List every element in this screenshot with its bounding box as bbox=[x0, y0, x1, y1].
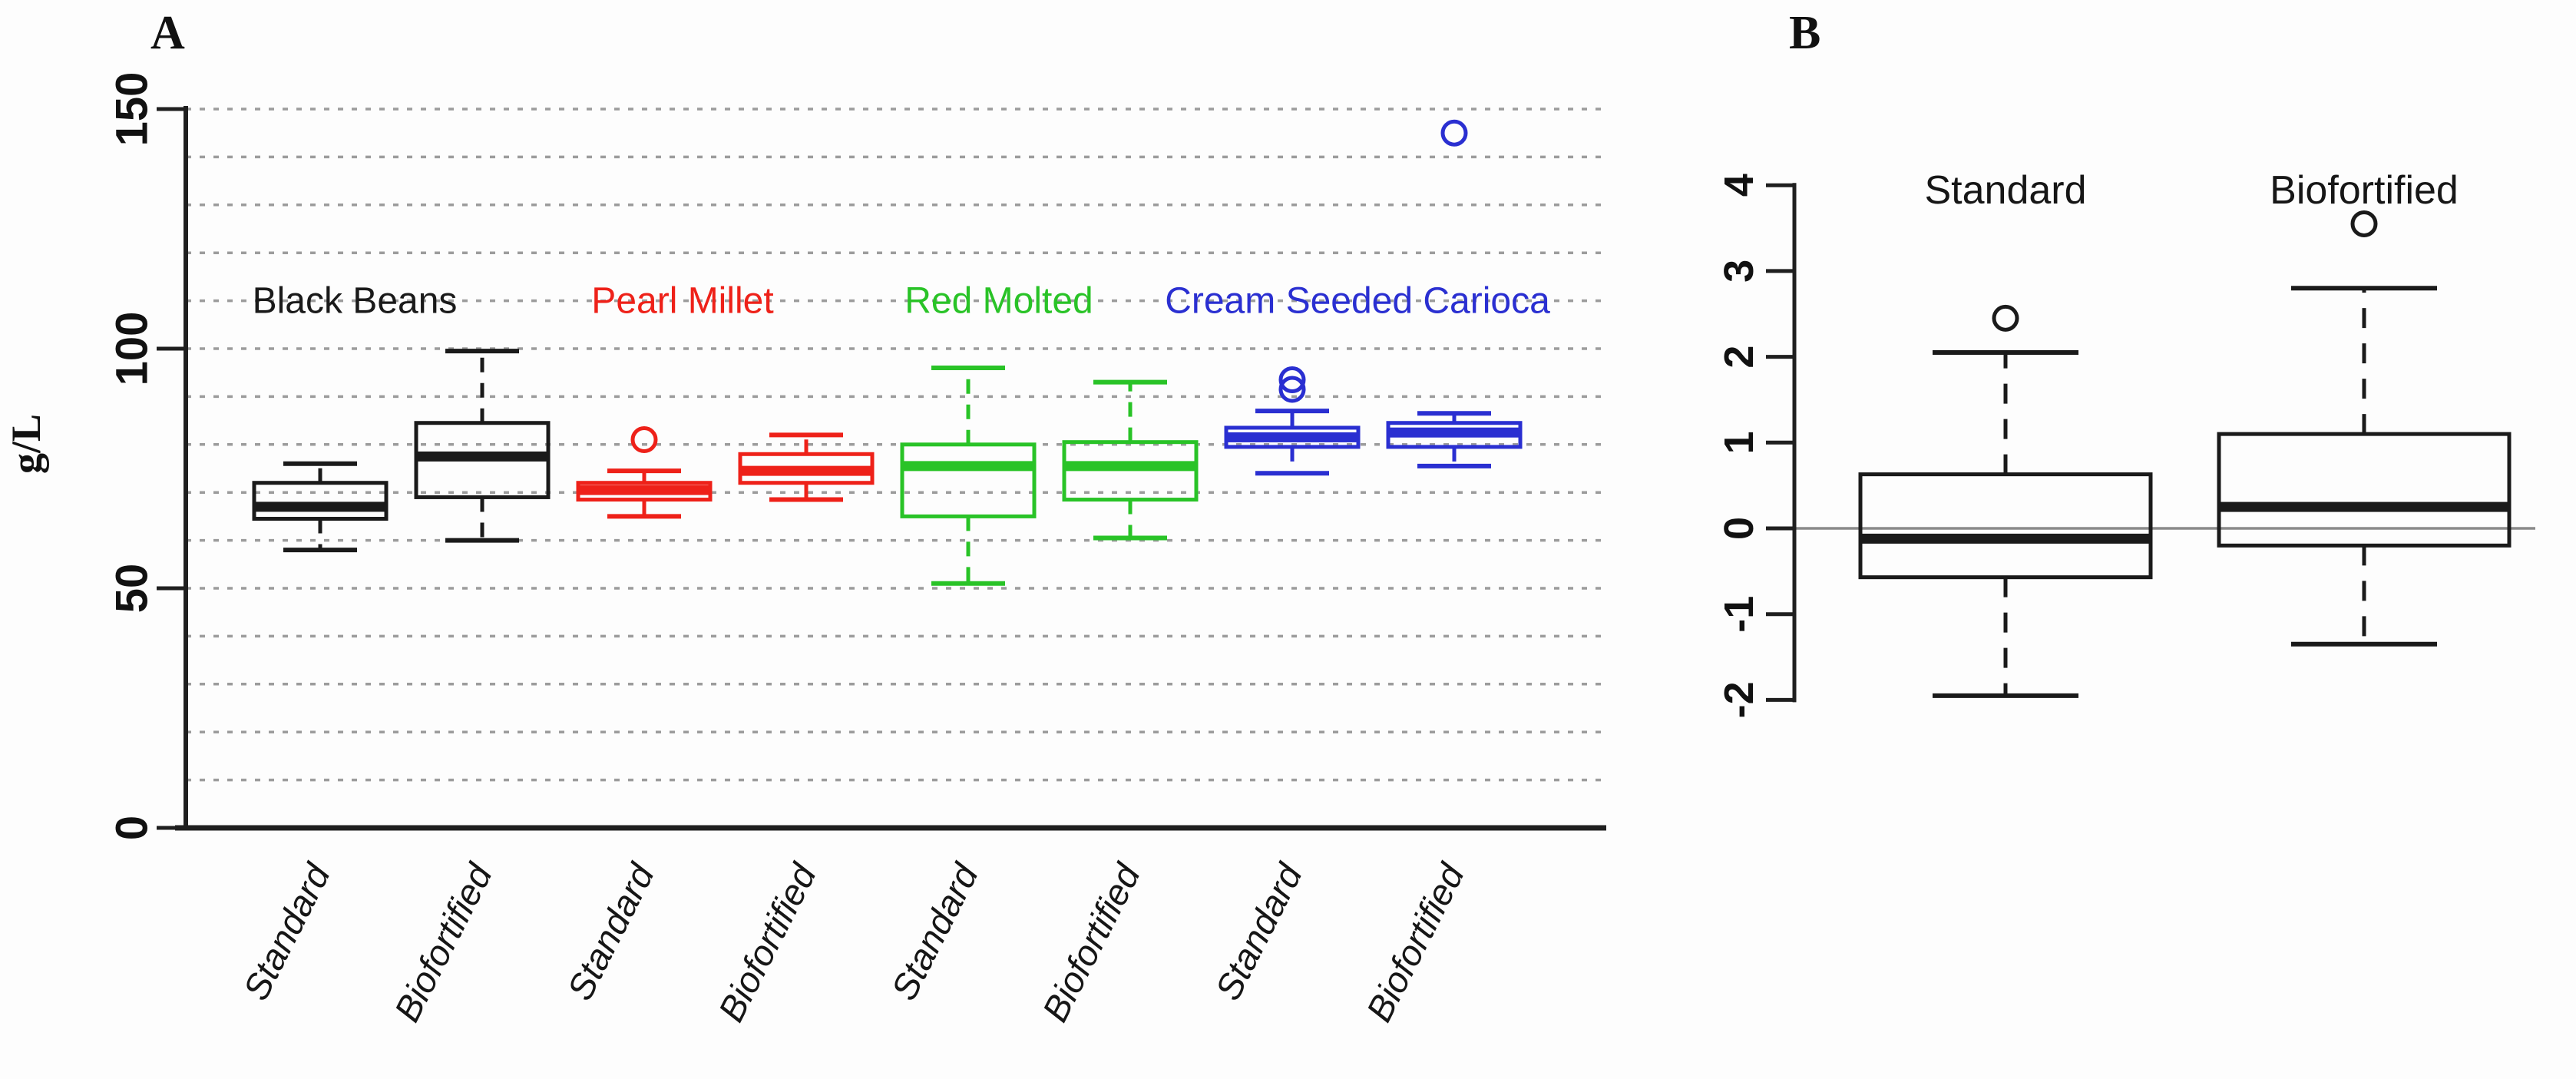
boxplot-box bbox=[738, 452, 875, 485]
boxplot-box bbox=[1224, 425, 1361, 449]
x-tick-label: Standard bbox=[559, 856, 663, 1007]
x-tick-label: Standard bbox=[883, 856, 987, 1007]
boxplot-box bbox=[414, 421, 551, 499]
x-tick-label: Biofortified bbox=[1034, 856, 1149, 1028]
boxplot-median bbox=[1228, 432, 1357, 442]
outlier-point bbox=[1440, 119, 1468, 147]
boxplot-box bbox=[252, 481, 389, 521]
x-tick-label: Biofortified bbox=[1358, 856, 1473, 1028]
boxplot-box bbox=[2217, 432, 2512, 548]
boxplot-box bbox=[900, 442, 1037, 518]
boxplot-box bbox=[576, 481, 713, 502]
outlier-point bbox=[1278, 376, 1306, 403]
panel-b-column-label: Standard bbox=[1924, 168, 2086, 213]
outlier-point bbox=[1992, 304, 2019, 332]
panel-b-label: B bbox=[1789, 7, 1821, 59]
boxplot-median bbox=[580, 485, 709, 495]
y-tick-label: 2 bbox=[1716, 346, 1762, 369]
x-tick-label: Biofortified bbox=[386, 856, 501, 1028]
boxplot-box bbox=[1386, 421, 1523, 449]
boxplot-median bbox=[742, 465, 871, 476]
boxplot-median bbox=[256, 501, 385, 512]
group-label: Cream Seeded Carioca bbox=[1165, 281, 1550, 322]
x-tick-label: Standard bbox=[1207, 856, 1311, 1007]
y-tick-label: 4 bbox=[1716, 174, 1762, 197]
y-tick-label: 50 bbox=[107, 564, 157, 614]
y-tick-label: 150 bbox=[107, 72, 157, 147]
y-tick-label: 0 bbox=[107, 816, 157, 840]
y-tick-label: 1 bbox=[1716, 431, 1762, 454]
panel-a-label: A bbox=[150, 7, 185, 59]
boxplot-box bbox=[1062, 440, 1199, 502]
y-tick-label: 100 bbox=[107, 312, 157, 386]
boxplot-median bbox=[1066, 461, 1195, 472]
boxplot-median bbox=[1390, 427, 1519, 438]
group-label: Red Molted bbox=[904, 281, 1093, 322]
boxplot-median bbox=[418, 451, 547, 462]
boxplot-median bbox=[1862, 533, 2149, 544]
x-tick-label: Standard bbox=[235, 856, 339, 1007]
y-tick-label: -1 bbox=[1716, 596, 1762, 633]
boxplot-median bbox=[904, 461, 1033, 472]
y-tick-label: 3 bbox=[1716, 260, 1762, 283]
boxplot-box bbox=[1858, 472, 2153, 580]
outlier-point bbox=[1278, 366, 1306, 394]
y-tick-label: 0 bbox=[1716, 517, 1762, 540]
group-label: Black Beans bbox=[253, 281, 458, 322]
y-tick-label: -2 bbox=[1716, 681, 1762, 718]
outlier-point bbox=[2350, 210, 2378, 237]
x-tick-label: Biofortified bbox=[710, 856, 825, 1028]
outlier-point bbox=[630, 426, 658, 454]
panel-b-column-label: Biofortified bbox=[2270, 168, 2459, 213]
group-label: Pearl Millet bbox=[591, 281, 773, 322]
boxplot-median bbox=[2221, 501, 2508, 512]
